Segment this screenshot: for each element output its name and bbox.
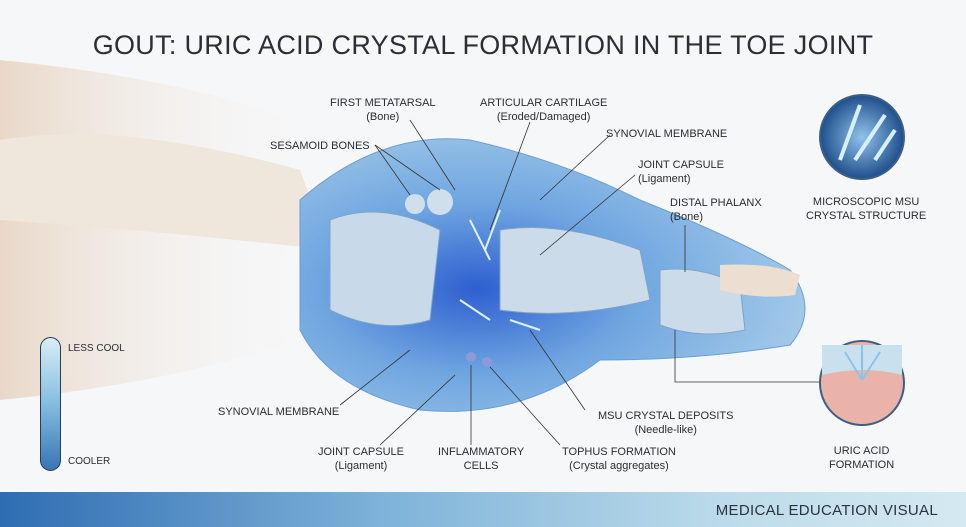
metatarsal-head [329, 211, 441, 327]
label-joint-capsule-top: JOINT CAPSULE(Ligament) [638, 159, 724, 185]
legend-top-label: LESS COOL [68, 343, 125, 354]
temperature-legend-bar [40, 337, 61, 471]
label-synovial-membrane-top: SYNOVIAL MEMBRANE [606, 128, 728, 140]
foot-skin [0, 134, 330, 250]
toenail [720, 264, 800, 297]
label-sesamoid-bones: SESAMOID BONES [270, 140, 370, 152]
label-joint-capsule-bottom: JOINT CAPSULE(Ligament) [318, 446, 404, 472]
legend-bottom-label: COOLER [68, 456, 111, 467]
page-title: GOUT: URIC ACID CRYSTAL FORMATION IN THE… [92, 30, 874, 60]
footer-text: MEDICAL EDUCATION VISUAL [715, 502, 938, 519]
footer-banner: MEDICAL EDUCATION VISUAL [0, 492, 966, 527]
label-synovial-membrane-bottom: SYNOVIAL MEMBRANE [218, 406, 340, 418]
proximal-phalanx [499, 227, 651, 314]
label-msu-crystal-deposits: MSU CRYSTAL DEPOSITS(Needle-like) [598, 410, 734, 436]
label-first-metatarsal: FIRST METATARSAL(Bone) [330, 97, 436, 123]
label-tophus-formation: TOPHUS FORMATION(Crystal aggregates) [562, 446, 676, 472]
label-distal-phalanx: DISTAL PHALANX(Bone) [670, 197, 762, 223]
leader-lines [339, 119, 830, 446]
label-articular-cartilage: ARTICULAR CARTILAGE(Eroded/Damaged) [480, 97, 608, 123]
